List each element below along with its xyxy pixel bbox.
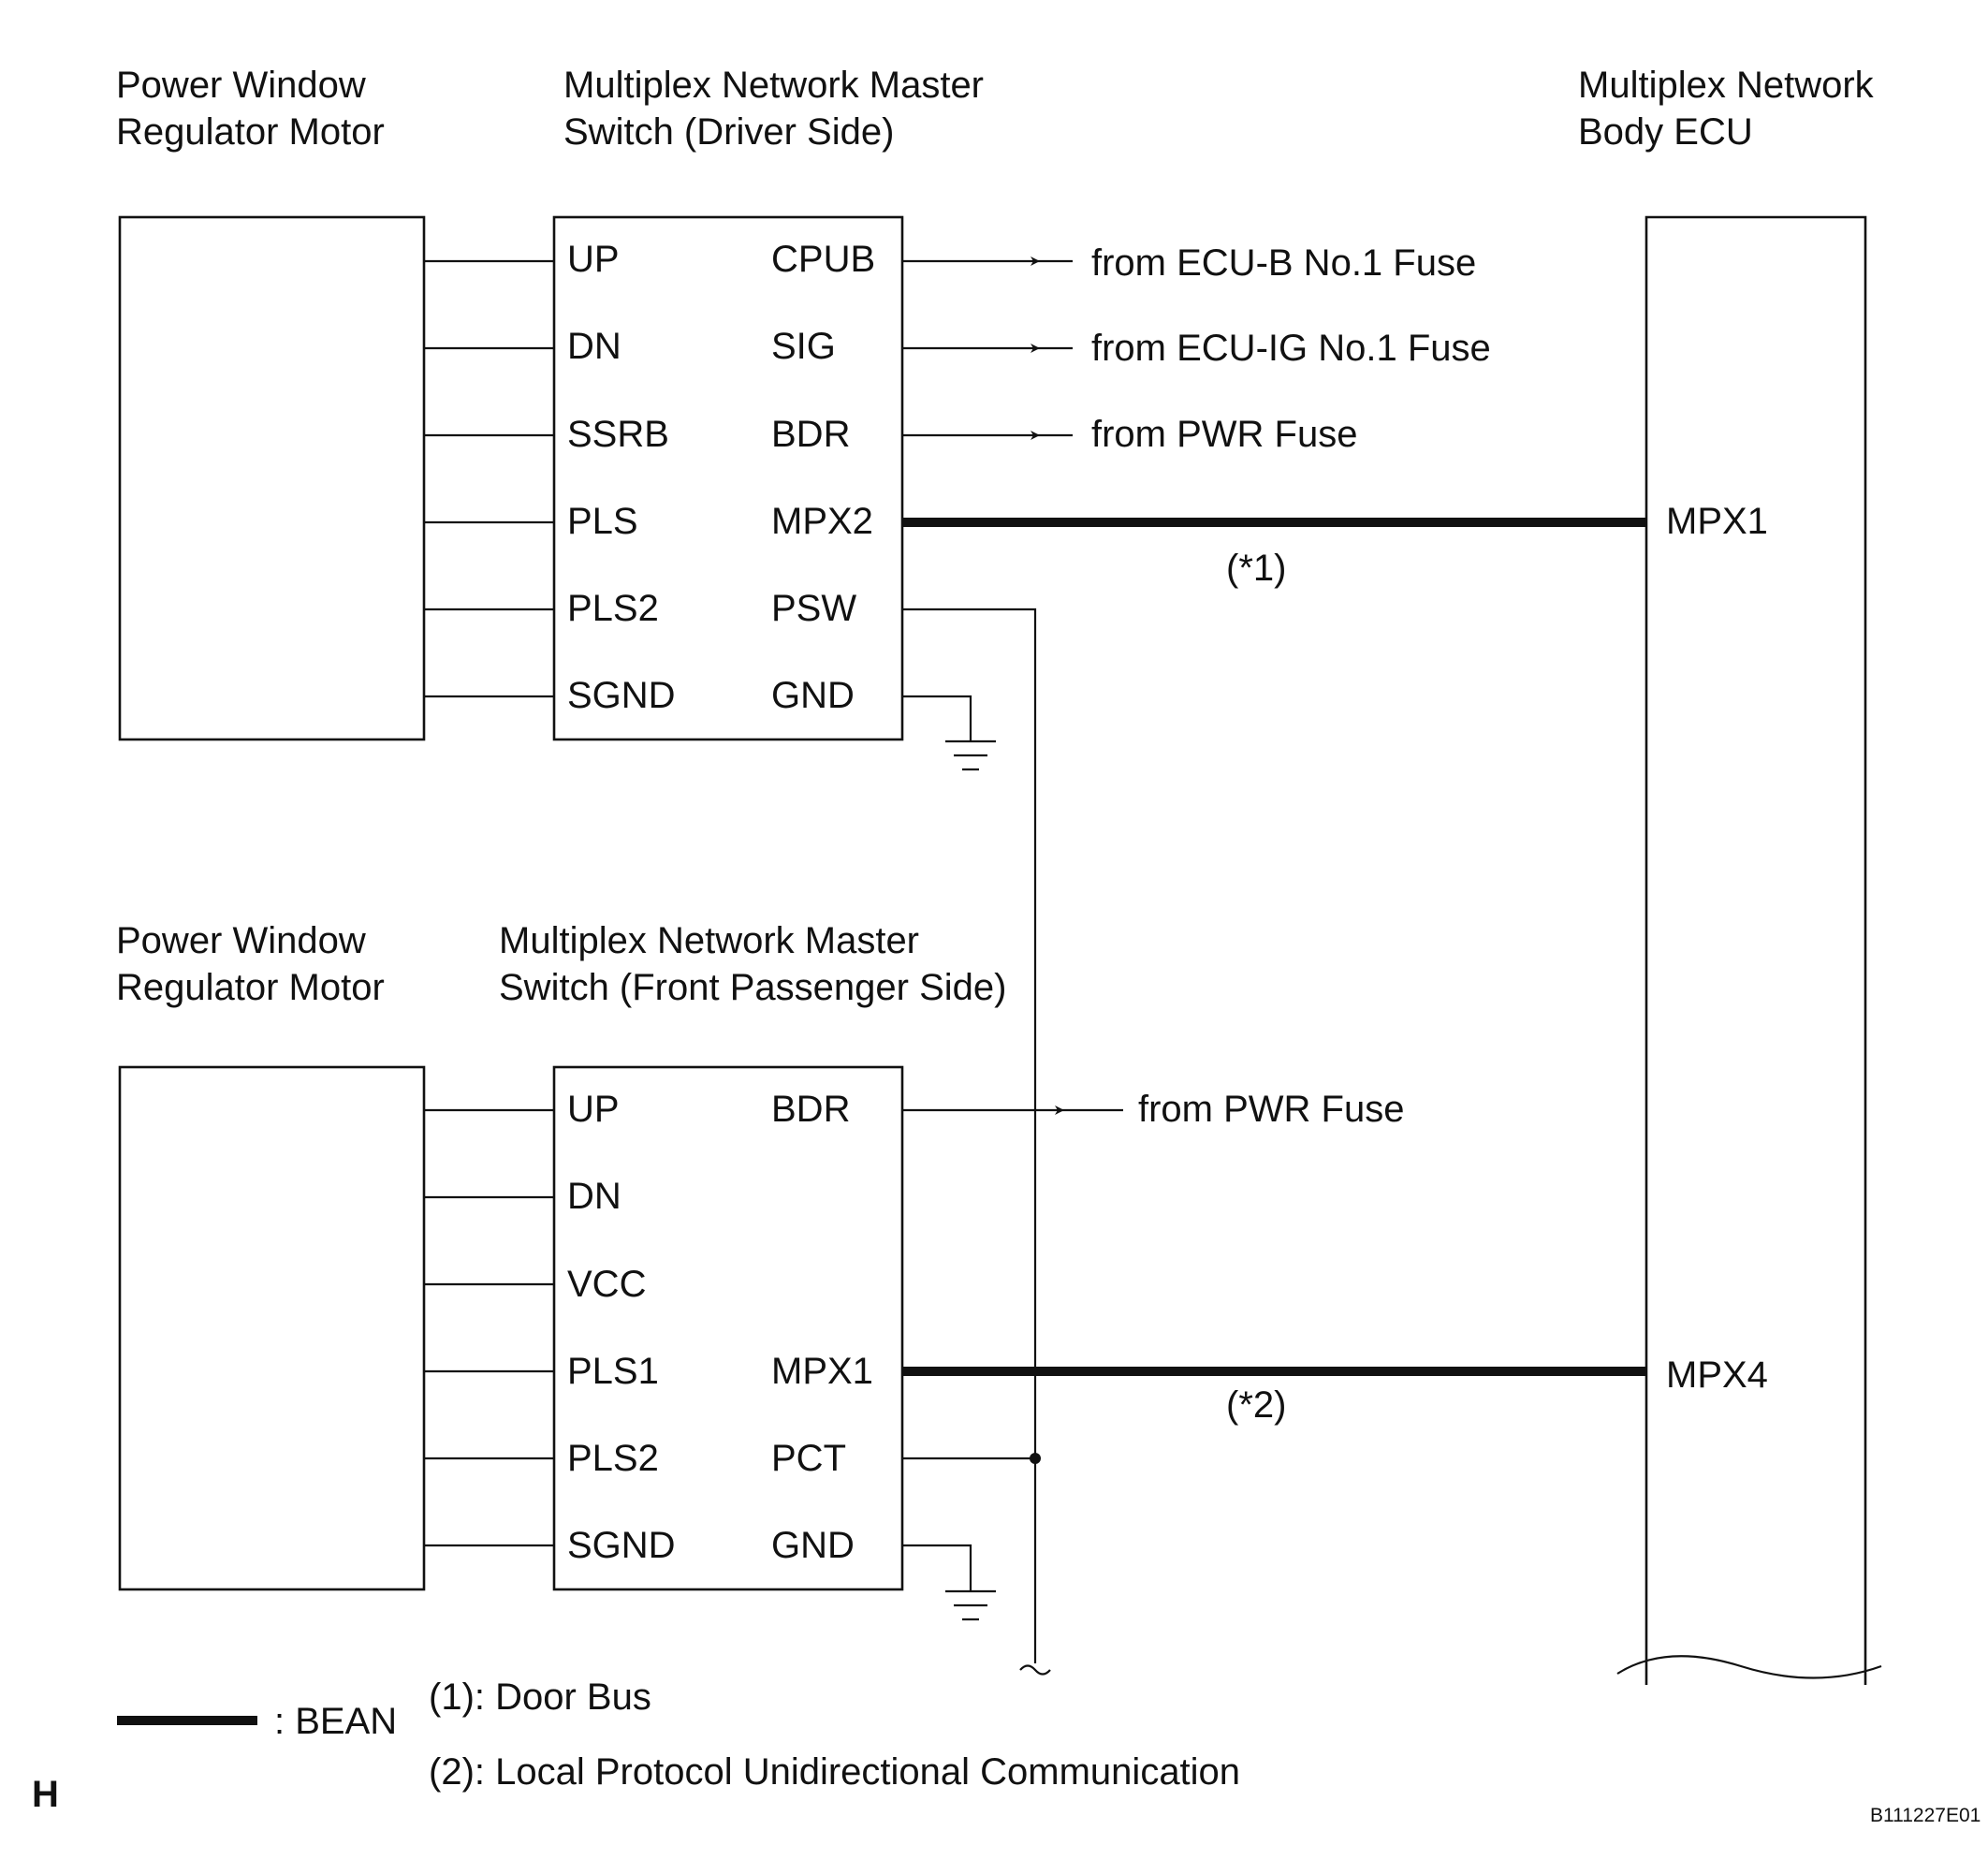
bottom-pin-dn: DN	[567, 1176, 621, 1217]
bottom-gnd-wire	[902, 1544, 972, 1591]
top-pin-pls2: PLS2	[567, 588, 659, 629]
bottom-ground-symbol	[902, 1544, 996, 1621]
bottom-pin-pls2: PLS2	[567, 1438, 659, 1479]
corner-letter: H	[32, 1774, 59, 1815]
top-pin-cpub: CPUB	[771, 239, 875, 280]
ecu-break-curve	[1616, 1655, 1882, 1679]
bottom-switch-right-pins: BDR MPX1 PCT GND	[771, 1089, 873, 1566]
wire-break-symbol	[1019, 1664, 1051, 1676]
source-pwr-fuse-top: from PWR Fuse	[1091, 414, 1357, 455]
ecu-pin-mpx4: MPX4	[1666, 1354, 1768, 1396]
bus-note-2: (*2)	[1226, 1384, 1286, 1426]
legend-note-2: (2): Local Protocol Unidirectional Commu…	[429, 1751, 1240, 1793]
top-pin-bdr: BDR	[771, 414, 850, 455]
top-pin-up: UP	[567, 239, 620, 280]
top-switch-box	[552, 215, 904, 741]
legend: : BEAN (1): Door Bus (2): Local Protocol…	[117, 1676, 1240, 1793]
bottom-pin-vcc: VCC	[567, 1264, 646, 1305]
wire-psw-pct	[902, 608, 1037, 1663]
top-ground-symbol	[902, 695, 996, 771]
source-ecu-ig-fuse: from ECU-IG No.1 Fuse	[1091, 328, 1491, 369]
bottom-pin-mpx1: MPX1	[771, 1351, 873, 1392]
ecu-title: Multiplex Network Body ECU	[1578, 65, 1875, 153]
bottom-motor-wires	[424, 1108, 554, 1547]
top-pin-dn: DN	[567, 326, 621, 367]
top-switch-title: Multiplex Network Master Switch (Driver …	[563, 65, 984, 153]
top-motor-box	[118, 215, 426, 741]
source-pwr-fuse-bottom: from PWR Fuse	[1138, 1089, 1404, 1130]
top-gnd-wire	[902, 695, 972, 741]
bottom-pin-pct: PCT	[771, 1438, 846, 1479]
bus-note-1: (*1)	[1226, 548, 1286, 589]
top-switch-left-pins: UP DN SSRB PLS PLS2 SGND	[567, 239, 676, 716]
bottom-fuse-feed: from PWR Fuse	[902, 1089, 1404, 1130]
bottom-motor-title: Power Window Regulator Motor	[116, 920, 385, 1008]
bottom-switch-title: Multiplex Network Master Switch (Front P…	[499, 920, 1006, 1008]
legend-bean-label: : BEAN	[274, 1701, 397, 1742]
bottom-pin-pls1: PLS1	[567, 1351, 659, 1392]
bottom-motor-box	[118, 1065, 426, 1591]
top-pin-sig: SIG	[771, 326, 836, 367]
top-switch-title-line1: Multiplex Network Master	[563, 65, 984, 106]
bottom-pin-gnd: GND	[771, 1525, 855, 1566]
top-motor-title-line1: Power Window	[116, 65, 366, 106]
bottom-pin-sgnd: SGND	[567, 1525, 676, 1566]
bottom-switch-box	[552, 1065, 904, 1591]
bottom-switch-title-line2: Switch (Front Passenger Side)	[499, 967, 1006, 1008]
top-pin-sgnd: SGND	[567, 675, 676, 716]
bottom-motor-title-line2: Regulator Motor	[116, 967, 385, 1008]
legend-note-1: (1): Door Bus	[429, 1676, 651, 1718]
bottom-switch-left-pins: UP DN VCC PLS1 PLS2 SGND	[567, 1089, 676, 1566]
top-switch-title-line2: Switch (Driver Side)	[563, 111, 894, 153]
ecu-pin-mpx1: MPX1	[1666, 501, 1768, 542]
source-ecu-b-fuse: from ECU-B No.1 Fuse	[1091, 242, 1476, 284]
figure-code: B111227E01	[1870, 1805, 1981, 1826]
top-switch-right-pins: CPUB SIG BDR MPX2 PSW GND	[771, 239, 875, 716]
top-pin-psw: PSW	[771, 588, 856, 629]
top-motor-wires	[424, 259, 554, 698]
junction-dot	[1030, 1453, 1041, 1464]
bottom-switch-title-line1: Multiplex Network Master	[499, 920, 919, 961]
ecu-box	[1644, 215, 1867, 1685]
ecu-title-line1: Multiplex Network	[1578, 65, 1875, 106]
bottom-pin-up: UP	[567, 1089, 620, 1130]
top-motor-title-line2: Regulator Motor	[116, 111, 385, 153]
top-motor-title: Power Window Regulator Motor	[116, 65, 385, 153]
top-pin-ssrb: SSRB	[567, 414, 669, 455]
top-pin-mpx2: MPX2	[771, 501, 873, 542]
top-pin-pls: PLS	[567, 501, 638, 542]
top-pin-gnd: GND	[771, 675, 855, 716]
top-fuse-feeds: from ECU-B No.1 Fuse from ECU-IG No.1 Fu…	[902, 242, 1491, 455]
bottom-pin-bdr: BDR	[771, 1089, 850, 1130]
ecu-title-line2: Body ECU	[1578, 111, 1753, 153]
bottom-motor-title-line1: Power Window	[116, 920, 366, 961]
